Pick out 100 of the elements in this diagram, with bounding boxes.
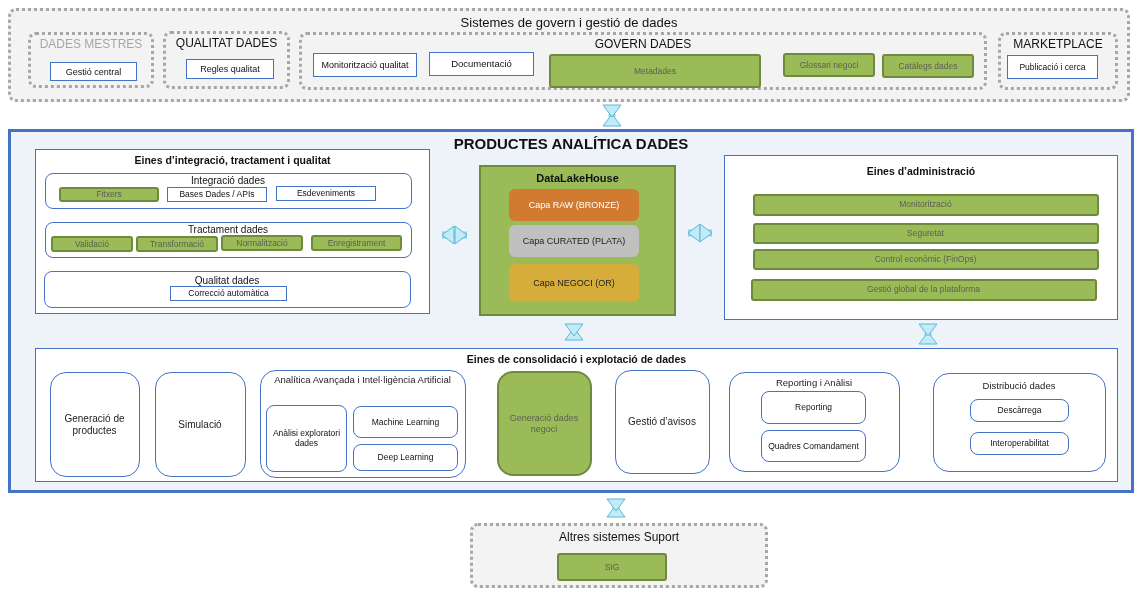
process-box bbox=[614, 369, 710, 474]
heading: Analítica Avançada i Intel·ligència Artificial bbox=[274, 374, 451, 386]
dotted-group-box bbox=[470, 523, 768, 588]
box-label: Machine Learning bbox=[371, 417, 440, 428]
section-panel bbox=[35, 149, 430, 314]
box-label: Validació bbox=[75, 239, 109, 250]
double-arrow bbox=[918, 323, 938, 345]
heading: GOVERN DADES bbox=[594, 38, 692, 52]
box-label: Gestió central bbox=[65, 66, 122, 78]
dotted-group-box bbox=[8, 8, 1130, 102]
box-label: Regles qualitat bbox=[200, 64, 260, 75]
box-label: Seguretat bbox=[907, 228, 944, 239]
process-box bbox=[50, 62, 137, 81]
box-label: Documentació bbox=[451, 59, 512, 70]
section-panel bbox=[724, 155, 1118, 320]
process-box bbox=[49, 371, 140, 477]
box-label: SIG bbox=[604, 562, 620, 573]
heading: Eines d’integració, tractament i qualitat bbox=[134, 155, 331, 167]
process-box bbox=[353, 406, 458, 438]
heading: Reporting i Anàlisi bbox=[775, 377, 852, 389]
process-box bbox=[59, 187, 159, 202]
process-box bbox=[932, 372, 1106, 472]
process-box bbox=[266, 405, 347, 472]
box-label: Quadres Comandament bbox=[768, 441, 859, 452]
process-box bbox=[313, 53, 417, 77]
heading: Sistemes de govern i gestió de dades bbox=[460, 16, 678, 31]
box-label: Deep Learning bbox=[377, 453, 434, 463]
process-box bbox=[970, 432, 1069, 455]
box-label: Monitorització qualitat bbox=[321, 60, 409, 71]
process-box bbox=[728, 371, 900, 472]
box-label: Gestió d’avisos bbox=[628, 416, 696, 428]
process-box bbox=[882, 54, 974, 78]
heading: Distribució dades bbox=[982, 380, 1056, 392]
process-box bbox=[154, 371, 246, 477]
double-arrow bbox=[687, 223, 713, 243]
process-box bbox=[429, 52, 534, 76]
box-label: Glossari negoci bbox=[799, 60, 859, 71]
process-box bbox=[970, 399, 1069, 422]
double-arrow bbox=[441, 225, 468, 245]
box-label: Monitorització bbox=[899, 200, 952, 210]
box-label: Reporting bbox=[795, 403, 832, 413]
process-box bbox=[44, 221, 412, 258]
heading: DataLakeHouse bbox=[536, 172, 619, 185]
box-label: Capa RAW (BRONZE) bbox=[528, 200, 620, 211]
box-label: Esdeveniments bbox=[296, 189, 356, 199]
section-panel bbox=[8, 129, 1134, 493]
process-box bbox=[761, 430, 866, 462]
process-box bbox=[353, 444, 458, 471]
box-label: Generació de productes bbox=[63, 413, 126, 436]
storage-box bbox=[479, 165, 676, 316]
box-label: Capa CURATED (PLATA) bbox=[522, 236, 626, 247]
box-label: Enregistrament bbox=[327, 238, 386, 249]
double-arrow bbox=[606, 498, 626, 518]
dotted-group-box bbox=[299, 32, 987, 90]
heading: PRODUCTES ANALÍTICA DADES bbox=[453, 136, 689, 153]
process-box bbox=[752, 248, 1099, 270]
heading: Integració dades bbox=[191, 174, 265, 186]
box-label: Metadades bbox=[633, 66, 677, 77]
process-box bbox=[136, 236, 218, 252]
dotted-group-box bbox=[998, 32, 1118, 90]
process-box bbox=[761, 391, 866, 424]
heading: QUALITAT DADES bbox=[175, 37, 278, 51]
layer-box bbox=[509, 189, 639, 221]
process-box bbox=[43, 270, 411, 308]
heading: DADES MESTRES bbox=[39, 38, 143, 52]
process-box bbox=[167, 187, 267, 202]
process-box bbox=[259, 369, 466, 478]
double-arrow bbox=[602, 104, 622, 127]
process-box bbox=[752, 222, 1099, 244]
process-box bbox=[752, 193, 1099, 216]
process-box bbox=[170, 286, 287, 301]
layer-box bbox=[509, 264, 639, 302]
box-label: Publicació i cerca bbox=[1019, 62, 1086, 73]
process-box bbox=[51, 236, 133, 252]
process-box bbox=[186, 59, 274, 79]
process-box bbox=[496, 370, 592, 476]
box-label: Catàlegs dades bbox=[898, 61, 958, 72]
process-box bbox=[276, 186, 376, 201]
process-box bbox=[1007, 55, 1098, 79]
process-box bbox=[549, 54, 761, 88]
box-label: Interoperabilitat bbox=[990, 439, 1049, 449]
box-label: Correcció automàtica bbox=[188, 289, 269, 299]
section-panel bbox=[35, 348, 1118, 482]
process-box bbox=[750, 278, 1097, 301]
box-label: Descàrrega bbox=[997, 406, 1042, 416]
process-box bbox=[783, 53, 875, 77]
box-label: Normalització bbox=[236, 238, 288, 249]
heading: Tractament dades bbox=[187, 223, 269, 235]
heading: Eines de consolidació i explotació de dades bbox=[466, 354, 687, 366]
process-box bbox=[221, 235, 303, 251]
box-label: Anàlisi exploratori dades bbox=[271, 429, 342, 449]
box-label: Capa NEGOCI (OR) bbox=[533, 278, 615, 289]
heading: Eines d’administració bbox=[866, 166, 976, 178]
heading: MARKETPLACE bbox=[1013, 38, 1103, 52]
box-label: Generació dades negoci bbox=[508, 413, 580, 434]
dotted-group-box bbox=[163, 31, 290, 89]
process-box bbox=[311, 235, 402, 251]
box-label: Bases Dades / APIs bbox=[179, 190, 255, 200]
box-label: Transformació bbox=[150, 239, 204, 250]
double-arrow bbox=[564, 323, 584, 341]
